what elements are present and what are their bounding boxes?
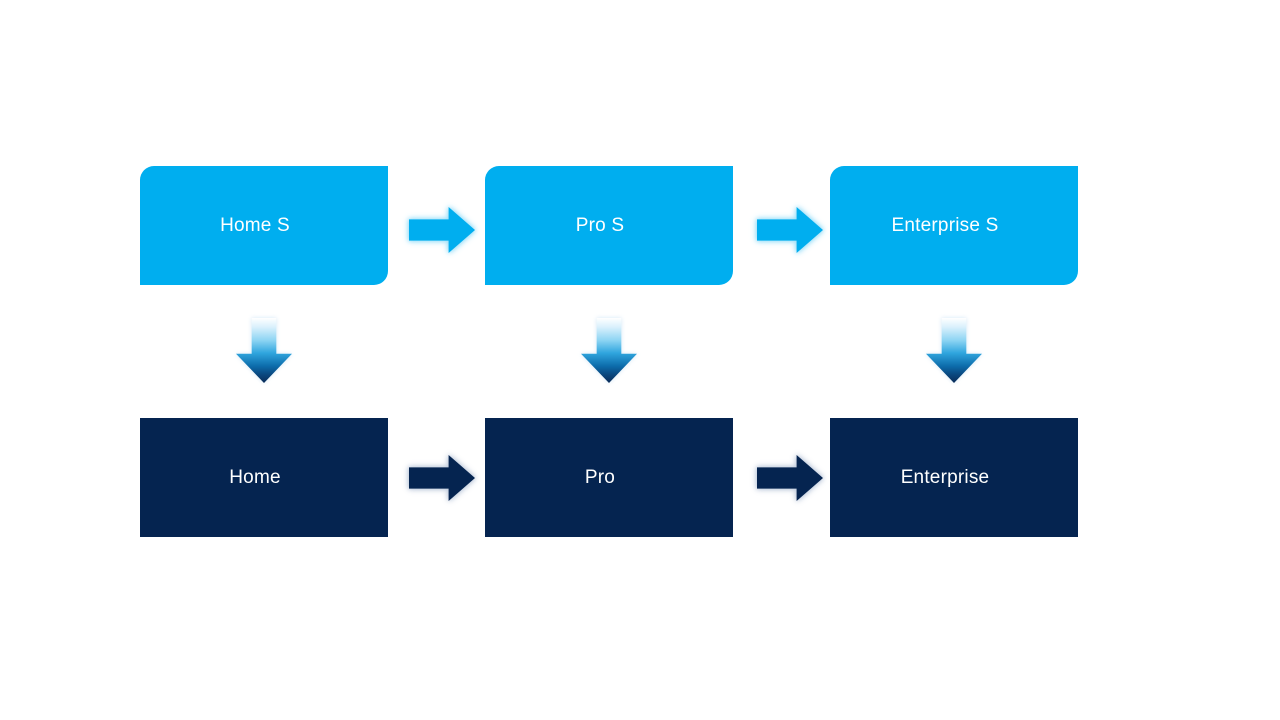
arrow-down-icon [926, 318, 982, 383]
box-home-label: Home [229, 466, 281, 488]
arrow-right-home-s-to-pro-s [409, 207, 475, 253]
arrow-down-home-s-to-home [236, 318, 292, 383]
box-pro-s: Pro S [485, 166, 733, 285]
arrow-right-pro-to-enterprise [757, 455, 823, 501]
arrow-right-icon [409, 455, 475, 501]
box-enterprise-label: Enterprise [900, 466, 990, 488]
box-home: Home [140, 418, 388, 537]
box-enterprise-s: Enterprise S [830, 166, 1078, 285]
arrow-right-icon [757, 207, 823, 253]
box-home-s: Home S [140, 166, 388, 285]
arrow-down-icon [581, 318, 637, 383]
arrow-right-icon [757, 455, 823, 501]
box-pro: Pro [485, 418, 733, 537]
box-pro-label: Pro [584, 466, 616, 488]
arrow-right-icon [409, 207, 475, 253]
box-pro-s-label: Pro S [575, 214, 625, 236]
box-home-s-label: Home S [220, 214, 290, 236]
arrow-down-enterprise-s-to-enterprise [926, 318, 982, 383]
arrow-down-pro-s-to-pro [581, 318, 637, 383]
box-enterprise: Enterprise [830, 418, 1078, 537]
arrow-down-icon [236, 318, 292, 383]
arrow-right-pro-s-to-enterprise-s [757, 207, 823, 253]
box-enterprise-s-label: Enterprise S [891, 214, 999, 236]
arrow-right-home-to-pro [409, 455, 475, 501]
